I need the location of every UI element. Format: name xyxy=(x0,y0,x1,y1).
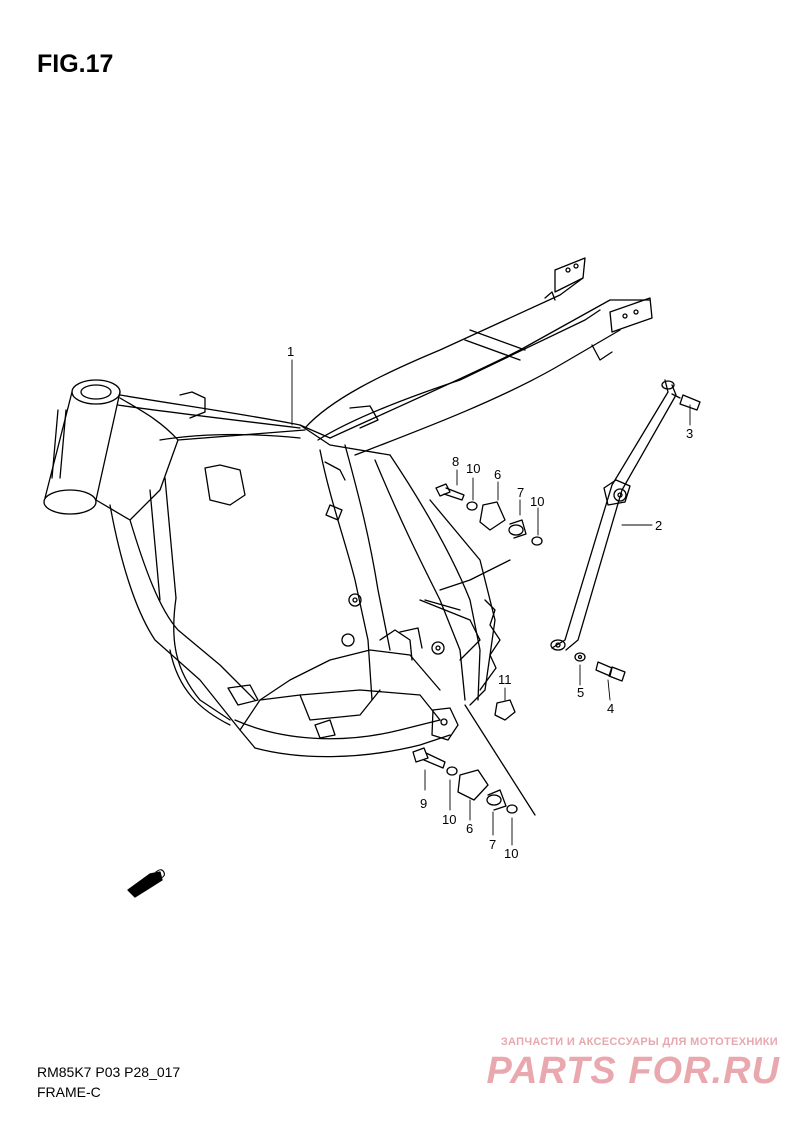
watermark-logo: PARTS FOR.RU xyxy=(486,1050,780,1092)
callout-1: 1 xyxy=(287,344,294,359)
callout-4: 4 xyxy=(607,701,614,716)
callout-2: 2 xyxy=(655,518,662,533)
lower-mount-parts-drawing xyxy=(412,699,536,816)
fwd-arrow-drawing xyxy=(127,871,163,898)
callout-6a: 6 xyxy=(494,467,501,482)
figure-title: FIG.17 xyxy=(37,50,114,78)
callout-11: 11 xyxy=(498,672,512,687)
upper-mount-parts-drawing xyxy=(424,483,543,611)
callout-3: 3 xyxy=(686,426,693,441)
callout-10d: 10 xyxy=(504,846,518,861)
callout-6b: 6 xyxy=(466,821,473,836)
callout-10b: 10 xyxy=(530,494,544,509)
subframe-strut-drawing xyxy=(550,379,677,651)
watermark-tagline: ЗАПЧАСТИ И АКСЕССУАРЫ ДЛЯ МОТОТЕХНИКИ xyxy=(500,1036,778,1048)
callout-7b: 7 xyxy=(489,837,496,852)
fwd-label: FWD xyxy=(136,865,169,893)
part-3-bolt-drawing xyxy=(671,393,701,411)
callout-10a: 10 xyxy=(466,461,480,476)
callout-8: 8 xyxy=(452,454,459,469)
model-code: RM85K7 P03 P28_017 xyxy=(37,1064,181,1080)
leader-lines xyxy=(291,359,691,846)
main-frame-drawing xyxy=(43,257,653,758)
callout-10c: 10 xyxy=(442,812,456,827)
part-4-5-drawing xyxy=(574,652,626,682)
callout-9: 9 xyxy=(420,796,427,811)
callout-5: 5 xyxy=(577,685,584,700)
callout-7a: 7 xyxy=(517,485,524,500)
section-name: FRAME-C xyxy=(37,1084,101,1100)
